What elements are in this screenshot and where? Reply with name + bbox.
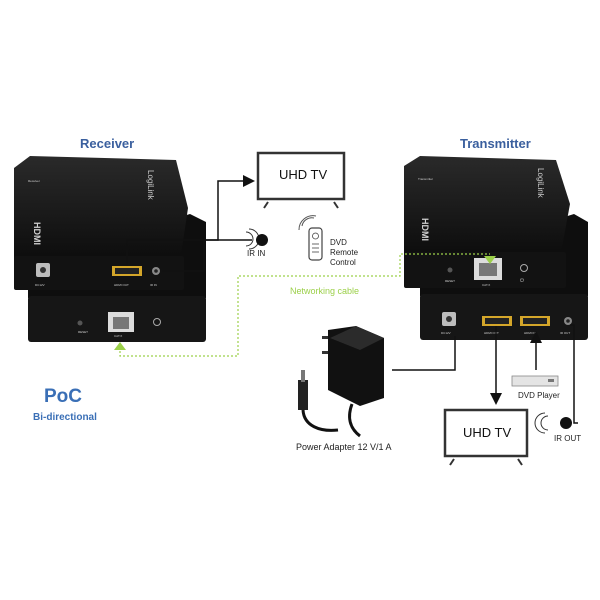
receiver-title: Receiver: [80, 136, 135, 151]
bi-directional-label: Bi-directional: [33, 412, 97, 423]
networking-cable-line: [119, 253, 490, 357]
tx-reset-label: RESET: [445, 279, 455, 283]
tx-hdmi-out-label: HDMI OUT: [484, 331, 499, 335]
tx-ir-out-label: IR OUT: [560, 331, 570, 335]
transmitter-title: Transmitter: [460, 136, 531, 151]
dvd-player-icon: [511, 375, 559, 387]
rx-brand-logo: LogiLink: [146, 170, 155, 201]
tx-ir-out-line: [570, 324, 578, 424]
tx-hdmi-in-label: HDMI IN: [524, 331, 536, 335]
rx-hdmi-logo: HDMI: [32, 222, 42, 245]
dvd-remote-icon: [298, 215, 323, 261]
rx-reset-label: RESET: [78, 330, 88, 334]
tx-brand-logo: LogiLink: [536, 168, 545, 199]
transmitter-unit-front: [404, 156, 570, 288]
tx-model-label: Transmitter: [418, 177, 433, 181]
tx-hdmi-logo: HDMI: [420, 218, 430, 241]
network-arrow-rx: [114, 342, 126, 350]
networking-cable-label: Networking cable: [290, 286, 360, 296]
uhd-tv-top-label: UHD TV: [279, 167, 328, 182]
tx-catx-label: CAT.X: [482, 283, 490, 287]
adapter-to-tx-dc-line: [392, 336, 456, 371]
uhd-tv-top: [256, 151, 346, 209]
dvd-player-label: DVD Player: [518, 391, 560, 400]
rx-ir-in-label: IR IN: [150, 283, 157, 287]
ir-out-sensor-icon: [534, 412, 572, 434]
rx-catx-label: CAT.X: [114, 334, 122, 338]
receiver-unit-front: [14, 156, 188, 290]
power-adapter-label: Power Adapter 12 V/1 A: [296, 442, 392, 452]
rx-model-label: Receiver: [28, 179, 40, 183]
rx-hdmi-out-label: HDMI OUT: [114, 283, 129, 287]
ir-in-sensor-icon: [245, 228, 268, 250]
rx-ir-in-line: [162, 239, 252, 272]
rx-dc-label: DC12V: [35, 283, 45, 287]
ir-out-label: IR OUT: [554, 434, 582, 443]
dvd-remote-label: DVD Remote Control: [330, 238, 359, 267]
tx-power-icon: ⏻: [520, 278, 524, 284]
power-adapter-icon: [298, 326, 384, 438]
poc-label: PoC: [44, 386, 82, 407]
tx-dc-label: DC12V: [441, 331, 451, 335]
uhd-tv-bottom-label: UHD TV: [463, 425, 512, 440]
network-arrow-tx: [484, 256, 496, 264]
uhd-tv-bottom: [443, 408, 529, 466]
ir-in-label: IR IN: [247, 249, 266, 258]
